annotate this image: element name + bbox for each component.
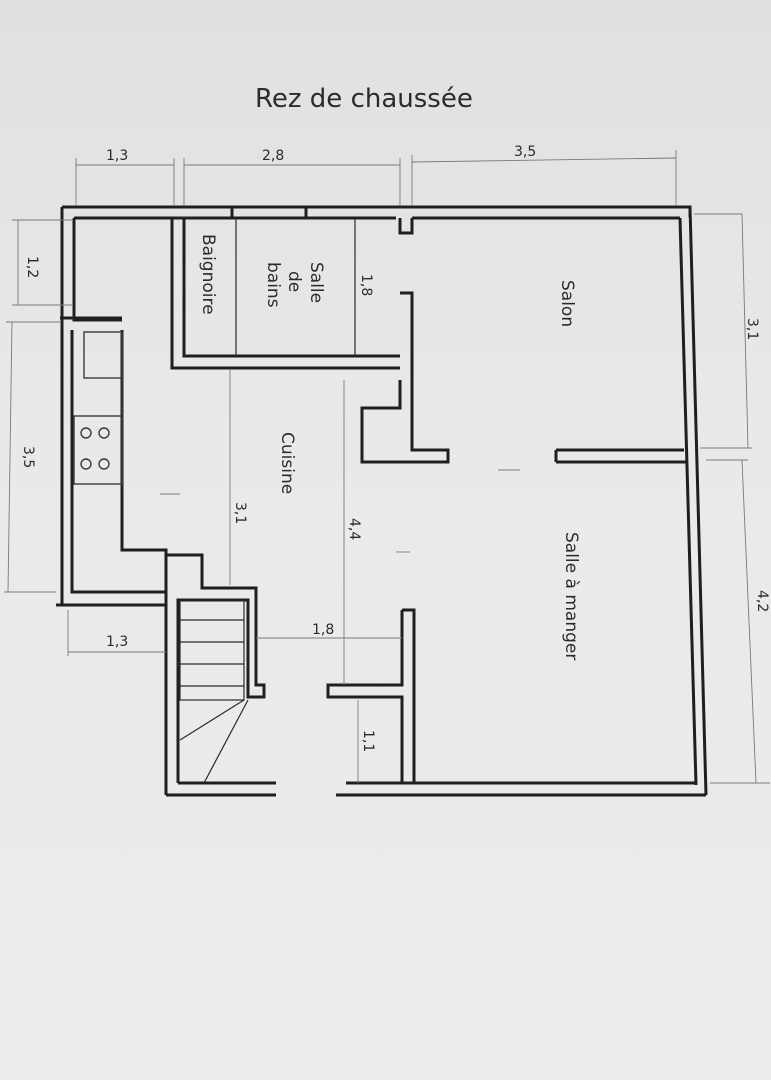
plan-title: Rez de chaussée: [255, 84, 473, 114]
staircase: [179, 599, 249, 784]
dim-left-upper: 1,2: [24, 256, 40, 278]
dim-corridor-width: 1,8: [312, 622, 334, 638]
room-kitchen-label: Cuisine: [277, 432, 297, 494]
dim-right-upper: 3,1: [744, 318, 760, 340]
kitchen-counter: [73, 331, 123, 485]
dimension-lines: [4, 150, 770, 784]
stove-icon: [73, 415, 123, 485]
dim-corridor-length: 4,4: [346, 518, 362, 540]
dim-bottom-left: 1,3: [106, 634, 128, 650]
dim-top-left: 1,3: [106, 148, 128, 164]
dim-top-middle: 2,8: [262, 148, 284, 164]
outer-walls: [56, 205, 708, 797]
room-living-label: Salon: [557, 280, 577, 327]
room-bathtub-label: Baignoire: [198, 234, 218, 315]
room-bathroom-line1: Salle: [306, 262, 326, 303]
dim-kitchen-depth: 3,1: [232, 502, 248, 524]
room-bathroom-line3: bains: [263, 262, 283, 308]
dim-left-lower: 3,5: [20, 446, 36, 468]
dim-entry-depth: 1,1: [360, 730, 376, 752]
dim-bathroom-depth: 1,8: [358, 274, 374, 296]
sink-icon: [83, 331, 123, 379]
room-bathroom-line2: de: [284, 271, 304, 292]
room-dining-label: Salle à manger: [561, 532, 581, 660]
dim-top-right: 3,5: [514, 144, 536, 160]
dim-right-lower: 4,2: [754, 590, 770, 612]
